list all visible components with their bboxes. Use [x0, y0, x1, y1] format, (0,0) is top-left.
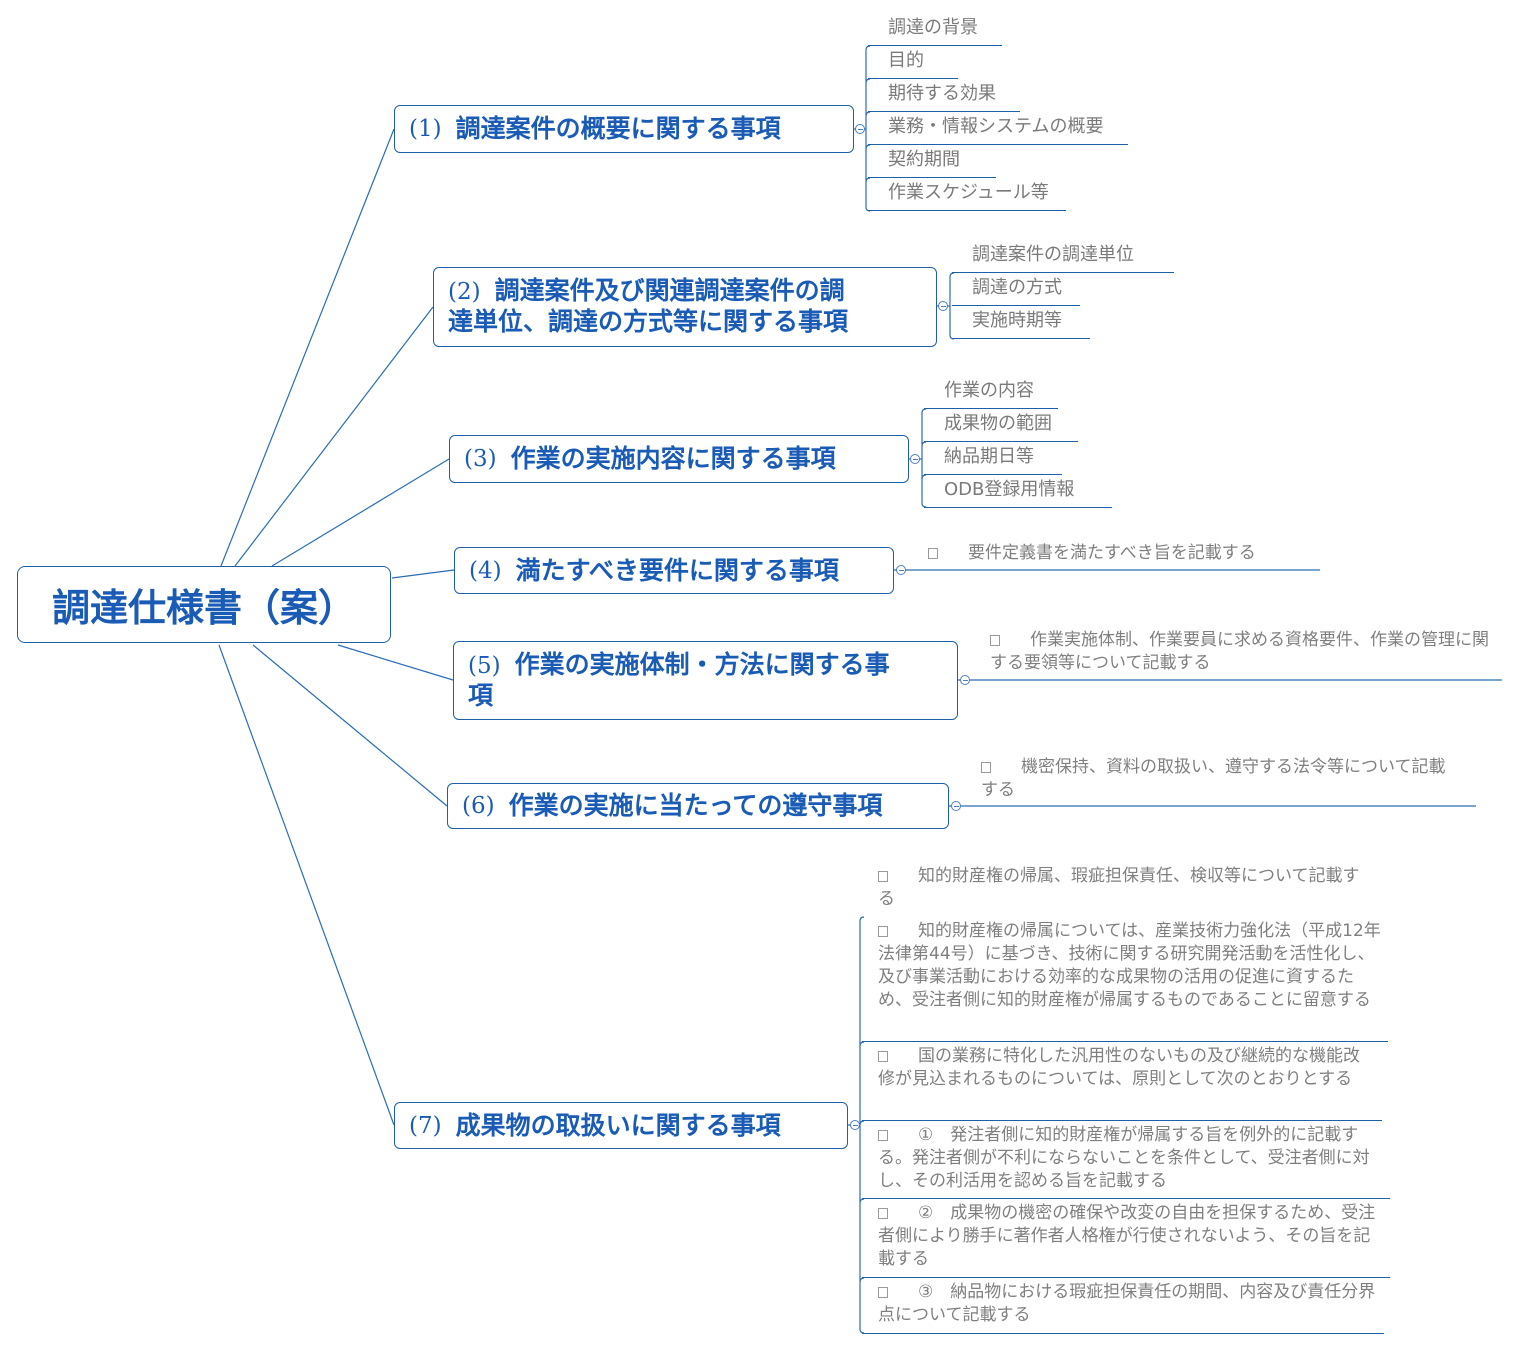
collapse-icon[interactable] [951, 801, 961, 811]
note-item[interactable]: 作業実施体制、作業要員に求める資格要件、作業の管理に関する要領等について記載する [990, 630, 1489, 673]
collapse-icon[interactable] [960, 675, 970, 685]
topic-number: (3) [464, 446, 497, 472]
topic-label: 成果物の取扱いに関する事項 [455, 1110, 781, 1140]
collapse-icon[interactable] [938, 301, 948, 311]
collapse-icon[interactable] [910, 454, 920, 464]
note-item[interactable]: ③ 納品物における瑕疵担保責任の期間、内容及び責任分界点について記載する [862, 1281, 1384, 1334]
subtopic-item[interactable]: 調達の背景 [868, 16, 1002, 46]
topic-number: (7) [409, 1112, 442, 1139]
topic-number: (2) [448, 278, 481, 305]
topic-label-line2: 達単位、調達の方式等に関する事項 [448, 306, 849, 336]
note-item[interactable]: ② 成果物の機密の確保や改変の自由を担保するため、受注者側により勝手に著作者人格… [862, 1202, 1390, 1278]
collapse-icon[interactable] [855, 124, 865, 134]
subtopic-item[interactable]: 調達の方式 [952, 276, 1080, 306]
checkbox-bullet-icon [928, 548, 938, 559]
checkbox-bullet-icon [878, 871, 888, 882]
subtopic-item[interactable]: 作業の内容 [924, 379, 1058, 409]
subtopic-item[interactable]: ODB登録用情報 [924, 478, 1112, 508]
topic-label-line1: 作業の実施体制・方法に関する事 [514, 650, 890, 679]
topic-4[interactable]: (4) 満たすべき要件に関する事項 [454, 547, 894, 594]
checkbox-bullet-icon [878, 1208, 888, 1219]
topic-number: (1) [409, 116, 442, 142]
note-item[interactable]: 知的財産権の帰属については、産業技術力強化法（平成12年法律第44号）に基づき、… [862, 920, 1388, 1042]
checkbox-bullet-icon [878, 1287, 888, 1298]
note-item[interactable]: 国の業務に特化した汎用性のないもの及び継続的な機能改修が見込まれるものについては… [862, 1045, 1382, 1121]
checkbox-bullet-icon [878, 926, 888, 937]
topic-label-line2: 項 [468, 681, 494, 710]
topic-3[interactable]: (3) 作業の実施内容に関する事項 [449, 435, 909, 483]
subtopic-item[interactable]: 業務・情報システムの概要 [868, 115, 1128, 145]
topic-label: 作業の実施に当たっての遵守事項 [508, 791, 883, 820]
topic-2[interactable]: (2) 調達案件及び関連調達案件の調 達単位、調達の方式等に関する事項 [433, 267, 937, 347]
topic-7[interactable]: (7) 成果物の取扱いに関する事項 [394, 1102, 848, 1149]
note-item[interactable]: 機密保持、資料の取扱い、遵守する法令等について記載する [981, 757, 1446, 800]
topic-number: (5) [468, 653, 501, 679]
subtopic-item[interactable]: 目的 [868, 49, 958, 79]
topic-label: 満たすべき要件に関する事項 [515, 555, 839, 585]
checkbox-bullet-icon [981, 762, 991, 773]
root-topic-label: 調達仕様書（案） [51, 586, 356, 630]
subtopic-item[interactable]: 契約期間 [868, 148, 996, 178]
topic-label-line1: 調達案件及び関連調達案件の調 [494, 275, 845, 305]
topic-number: (6) [462, 793, 495, 819]
subtopic-item[interactable]: 期待する効果 [868, 82, 1020, 112]
note-item[interactable]: ① 発注者側に知的財産権が帰属する旨を例外的に記載する。発注者側が不利にならない… [862, 1124, 1390, 1199]
note-item[interactable]: 要件定義書を満たすべき旨を記載する [908, 542, 1328, 565]
topic-label: 作業の実施内容に関する事項 [510, 444, 836, 473]
subtopic-item[interactable]: 成果物の範囲 [924, 412, 1078, 442]
subtopic-item[interactable]: 実施時期等 [952, 309, 1090, 339]
subtopic-item[interactable]: 作業スケジュール等 [868, 181, 1066, 211]
topic-number: (4) [469, 557, 502, 584]
collapse-icon[interactable] [850, 1120, 860, 1130]
root-topic[interactable]: 調達仕様書（案） [17, 566, 391, 643]
topic-5[interactable]: (5) 作業の実施体制・方法に関する事 項 [453, 641, 958, 720]
checkbox-bullet-icon [990, 635, 1000, 646]
subtopic-item[interactable]: 調達案件の調達単位 [952, 243, 1174, 273]
topic-1[interactable]: (1) 調達案件の概要に関する事項 [394, 105, 854, 153]
subtopic-item[interactable]: 納品期日等 [924, 445, 1062, 475]
checkbox-bullet-icon [878, 1130, 888, 1141]
note-item[interactable]: 知的財産権の帰属、瑕疵担保責任、検収等について記載する [878, 866, 1360, 909]
topic-label: 調達案件の概要に関する事項 [455, 114, 781, 143]
topic-6[interactable]: (6) 作業の実施に当たっての遵守事項 [447, 783, 949, 829]
collapse-icon[interactable] [896, 565, 906, 575]
checkbox-bullet-icon [878, 1051, 888, 1062]
